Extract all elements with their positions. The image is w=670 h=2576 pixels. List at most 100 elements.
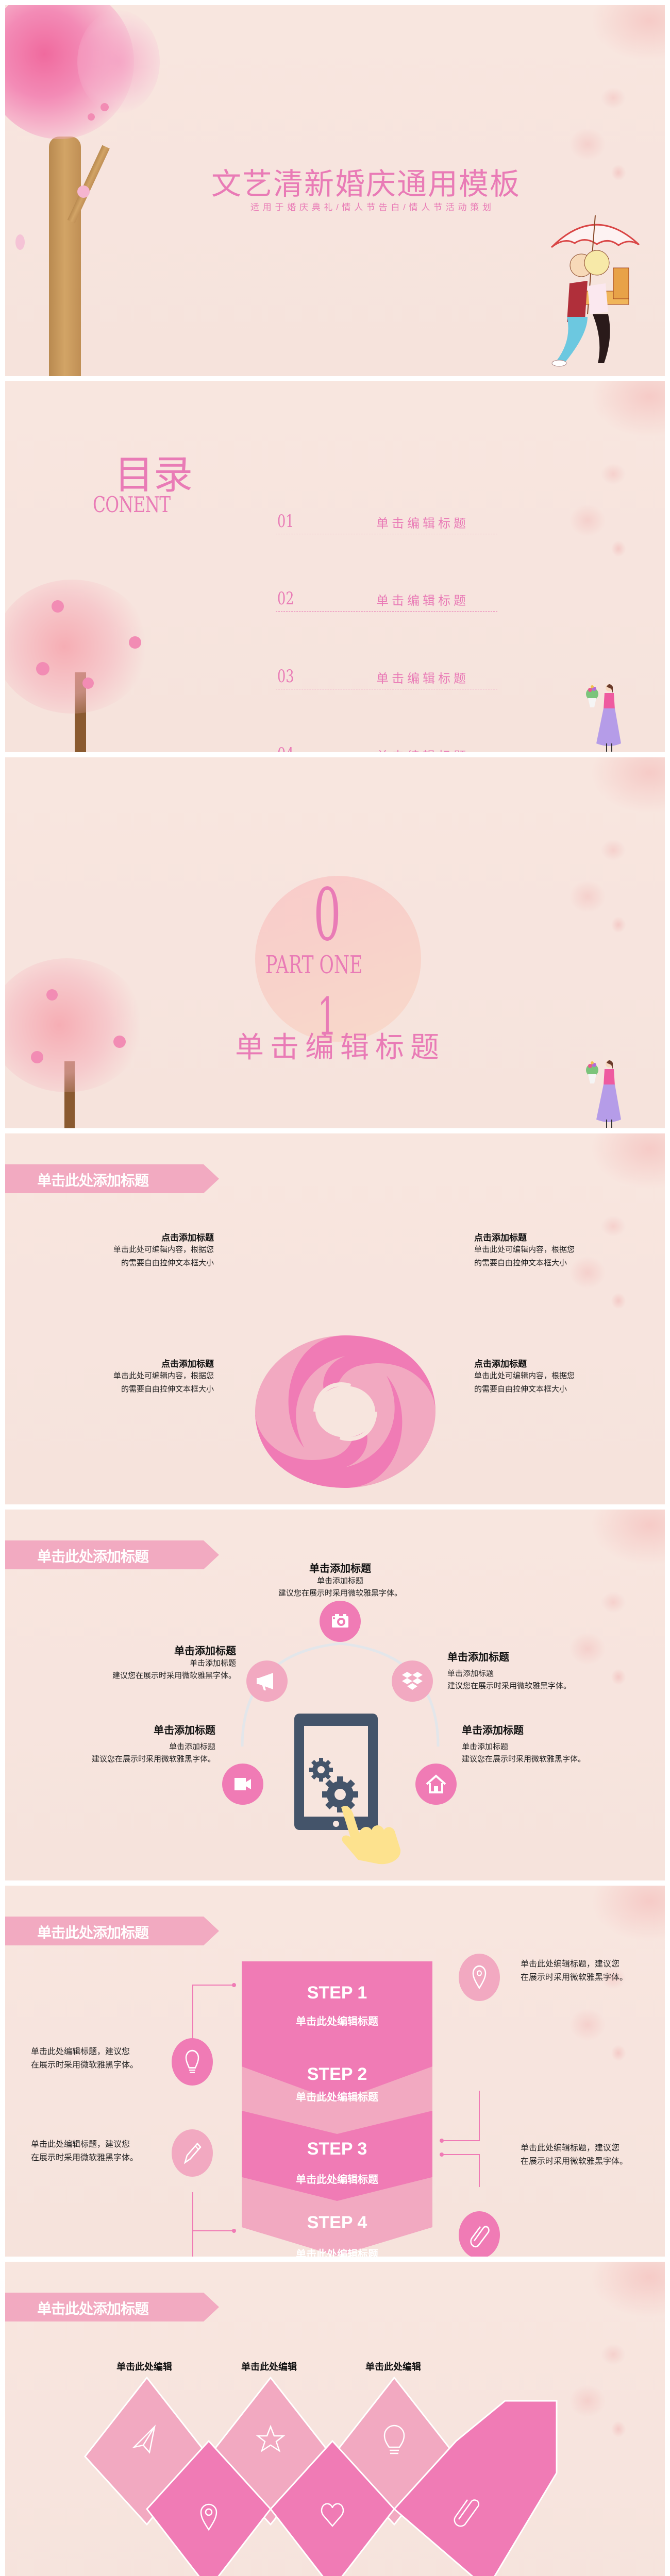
step-label: STEP 4 (307, 2213, 367, 2232)
cover-title: 文艺清新婚庆通用模板 (211, 166, 521, 201)
lightbulb-icon (383, 2425, 405, 2454)
text-block-line: 的需要自由拉伸文本框大小 (474, 1385, 567, 1394)
step-sub: 单击此处编辑标题 (296, 2092, 378, 2103)
toc-label: 单击编辑标题 (376, 672, 469, 686)
toc-item[interactable]: 04 单击编辑标题 (276, 744, 497, 752)
heart-icon (321, 2503, 344, 2527)
note-icon-lightbulb[interactable] (172, 2038, 213, 2086)
note-line: 单击此处编辑标题，建议您 (521, 2144, 620, 2153)
step-note[interactable]: 单击此处编辑标题，建议您 在展示时采用微软雅黑字体。 (521, 2142, 655, 2168)
section-number-top: 0 (313, 873, 341, 957)
slide-steps: 单击此处添加标题 STEP 1 单击此处编辑标题 STEP 2 单击此处编辑标题… (5, 1886, 665, 2257)
step-note[interactable]: 单击此处编辑标题，建议您 在展示时采用微软雅黑字体。 (31, 2138, 165, 2165)
diamond-label-top[interactable]: 单击此处编辑 (365, 2362, 421, 2372)
location-pin-icon (472, 1965, 487, 1990)
step-note[interactable]: 单击此处编辑标题，建议您 在展示时采用微软雅黑字体。 (521, 1958, 655, 1985)
node-title: 单击添加标题 (154, 1725, 215, 1736)
note-icon-pencil[interactable] (172, 2129, 213, 2177)
banner-text: 单击此处添加标题 (37, 1173, 149, 1189)
node-title: 单击添加标题 (462, 1725, 524, 1736)
note-line: 在展示时采用微软雅黑字体。 (31, 2154, 139, 2162)
toc-item[interactable]: 01 单击编辑标题 (276, 511, 497, 534)
section-title: 单击编辑标题 (235, 1031, 445, 1063)
step-note[interactable]: 单击此处编辑标题，建议您 在展示时采用微软雅黑字体。 (31, 2045, 165, 2072)
small-cherry-tree-illustration (5, 580, 160, 752)
node-text-dropbox[interactable]: 单击添加标题 单击添加标题 建议您在展示时采用微软雅黑字体。 (447, 1649, 612, 1692)
toc-item[interactable]: 02 单击编辑标题 (276, 588, 497, 612)
paperclip-icon (454, 2499, 479, 2527)
lightbulb-icon (185, 2049, 199, 2073)
node-video[interactable] (222, 1764, 263, 1805)
step-label: STEP 3 (307, 2139, 367, 2159)
diamond-label-top[interactable]: 单击此处编辑 (241, 2362, 297, 2372)
slide-diamonds: 单击此处添加标题 单击此处编辑 单击此处编辑 单击此处编辑 单击此处编辑 单击此… (5, 2262, 665, 2576)
small-cherry-tree-illustration (5, 958, 160, 1128)
text-block-line: 单击此处可编辑内容，根据您 (474, 1371, 575, 1380)
paper-plane-icon (132, 2425, 156, 2454)
cover-subtitle: 适 用 于 婚 庆 典 礼 / 情 人 节 告 白 / 情 人 节 活 动 策 … (250, 202, 492, 212)
node-desc: 建议您在展示时采用微软雅黑字体。 (91, 1755, 215, 1764)
toc-number: 01 (277, 511, 294, 532)
diamond-grid (84, 2376, 558, 2576)
contents-heading-en: CONENT (93, 492, 171, 517)
node-megaphone[interactable] (246, 1660, 288, 1702)
note-line: 单击此处编辑标题，建议您 (31, 2047, 130, 2056)
note-icon-location[interactable] (459, 1954, 500, 2001)
node-text-video[interactable]: 单击添加标题 单击添加标题 建议您在展示时采用微软雅黑字体。 (52, 1722, 215, 1766)
text-block-title: 点击添加标题 (474, 1359, 527, 1369)
text-block-title: 点击添加标题 (161, 1359, 214, 1369)
node-sub: 单击添加标题 (169, 1742, 215, 1751)
text-block-line: 单击此处可编辑内容，根据您 (113, 1371, 214, 1380)
node-dropbox[interactable] (392, 1660, 433, 1702)
diamond-label-top[interactable]: 单击此处编辑 (116, 2362, 172, 2372)
node-title: 单击添加标题 (309, 1563, 371, 1574)
node-title: 单击添加标题 (447, 1652, 509, 1663)
text-block-bottom-right[interactable]: 点击添加标题 单击此处可编辑内容，根据您 的需要自由拉伸文本框大小 (474, 1357, 616, 1396)
arc-connector (241, 1642, 440, 1747)
step-connectors-lower (192, 2153, 480, 2233)
slide-part-one: 0 PART ONE 1 单击编辑标题 (5, 757, 665, 1128)
node-sub: 单击添加标题 (447, 1669, 494, 1678)
node-camera[interactable] (320, 1601, 361, 1642)
node-text-home[interactable]: 单击添加标题 单击添加标题 建议您在展示时采用微软雅黑字体。 (462, 1722, 627, 1766)
toc-label: 单击编辑标题 (376, 594, 469, 608)
megaphone-icon (257, 1673, 273, 1690)
text-block-line: 单击此处可编辑内容，根据您 (474, 1245, 575, 1254)
note-line: 单击此处编辑标题，建议您 (521, 1960, 620, 1969)
node-home[interactable] (415, 1764, 457, 1805)
text-block-line: 的需要自由拉伸文本框大小 (121, 1385, 214, 1394)
section-circle (255, 876, 421, 1042)
banner-text: 单击此处添加标题 (37, 1549, 149, 1565)
location-pin-icon (200, 2503, 217, 2531)
slide-title-banner[interactable]: 单击此处添加标题 (5, 1164, 219, 1193)
note-line: 单击此处编辑标题，建议您 (31, 2140, 130, 2149)
text-block-top-right[interactable]: 点击添加标题 单击此处可编辑内容，根据您 的需要自由拉伸文本框大小 (474, 1230, 616, 1270)
node-text-camera[interactable]: 单击添加标题 单击添加标题 建议您在展示时采用微软雅黑字体。 (258, 1560, 423, 1600)
node-desc: 建议您在展示时采用微软雅黑字体。 (462, 1755, 586, 1764)
girl-with-flowers-illustration (585, 1059, 621, 1128)
toc-label: 单击编辑标题 (376, 746, 469, 752)
text-block-top-left[interactable]: 点击添加标题 单击此处可编辑内容，根据您 的需要自由拉伸文本框大小 (72, 1230, 214, 1270)
note-icon-paperclip[interactable] (459, 2211, 500, 2257)
home-icon (426, 1774, 446, 1793)
girl-with-flowers-illustration (585, 683, 621, 752)
text-block-bottom-left[interactable]: 点击添加标题 单击此处可编辑内容，根据您 的需要自由拉伸文本框大小 (72, 1357, 214, 1396)
toc-number: 02 (277, 588, 294, 609)
text-block-line: 单击此处可编辑内容，根据您 (113, 1245, 214, 1254)
node-sub: 单击添加标题 (462, 1742, 509, 1751)
banner-text: 单击此处添加标题 (37, 1925, 149, 1941)
slide-title-banner[interactable]: 单击此处添加标题 (5, 1917, 219, 1945)
slide-cover: 文艺清新婚庆通用模板 适 用 于 婚 庆 典 礼 / 情 人 节 告 白 / 情… (5, 5, 665, 376)
node-desc: 建议您在展示时采用微软雅黑字体。 (447, 1682, 572, 1690)
slide-tablet-arc: 单击此处添加标题 (5, 1510, 665, 1880)
note-line: 在展示时采用微软雅黑字体。 (31, 2061, 139, 2070)
slide-title-banner[interactable]: 单击此处添加标题 (5, 2293, 219, 2321)
node-desc: 建议您在展示时采用微软雅黑字体。 (278, 1589, 402, 1598)
slide-title-banner[interactable]: 单击此处添加标题 (5, 1540, 219, 1569)
toc-number: 04 (277, 744, 294, 752)
paperclip-icon (470, 2226, 490, 2248)
section-number-bottom: 1 (317, 987, 338, 1047)
toc-item[interactable]: 03 单击编辑标题 (276, 666, 497, 689)
node-text-megaphone[interactable]: 单击添加标题 单击添加标题 建议您在展示时采用微软雅黑字体。 (72, 1642, 236, 1682)
text-block-line: 的需要自由拉伸文本框大小 (121, 1259, 214, 1267)
